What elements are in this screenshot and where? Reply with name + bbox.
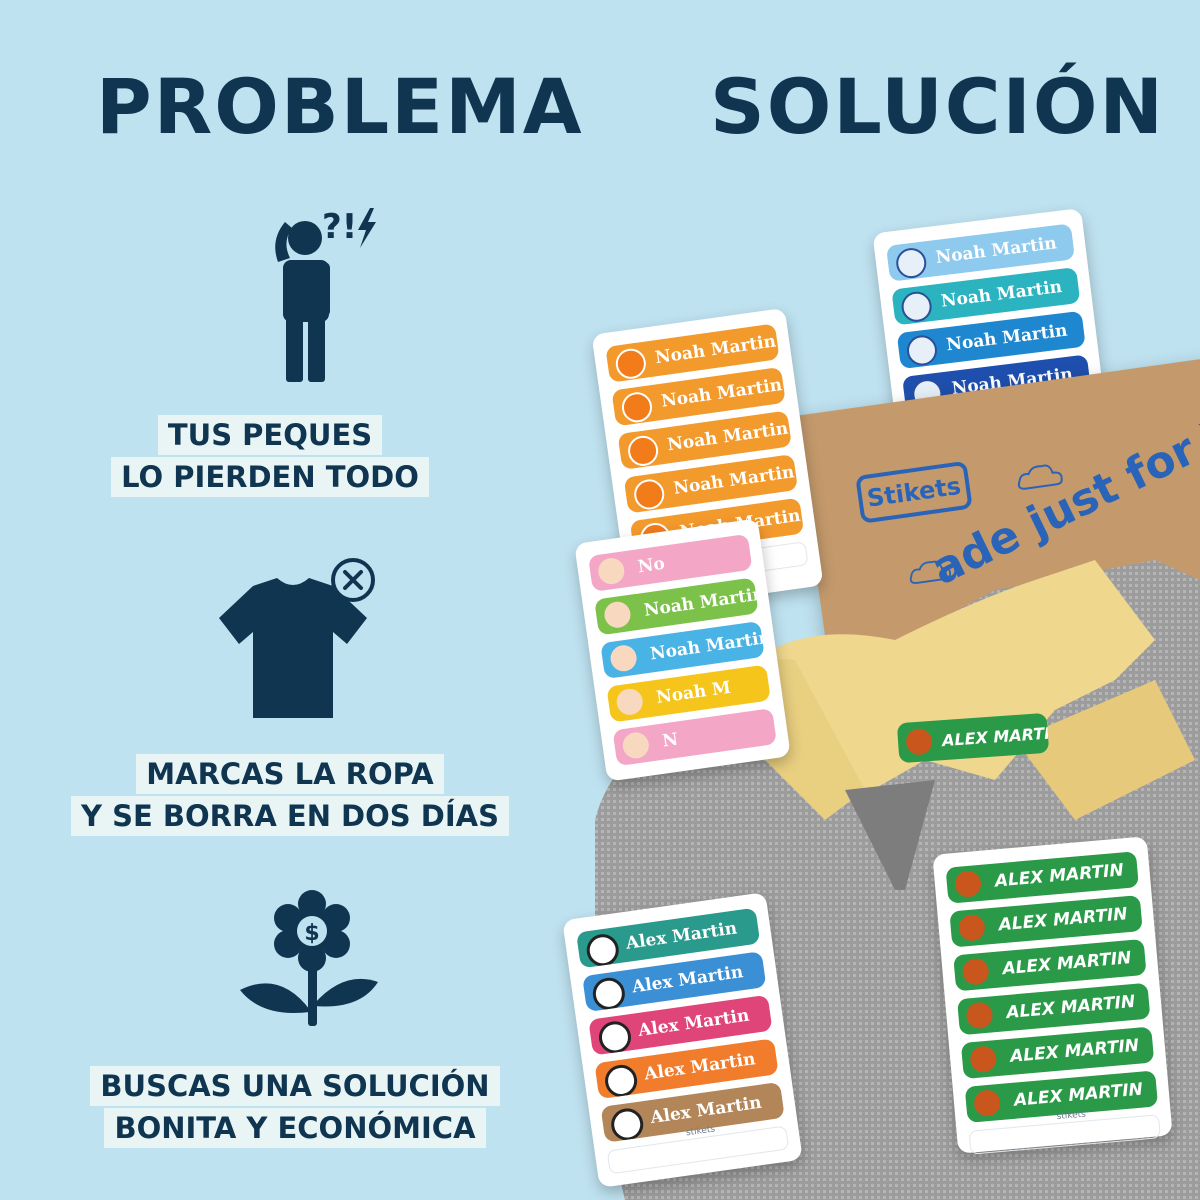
kraft-envelope: Stikets ade just for You [794,357,1200,813]
fairy-icon [615,687,645,717]
lightning-icon [358,208,376,248]
basketball-icon [905,727,934,756]
soccer-ball-icon [584,932,621,969]
soccer-ball-icon [590,975,627,1012]
question-exclamation: ?! [322,207,357,247]
problem-2-caption: MARCAS LA ROPA Y SE BORRA EN DOS DÍAS [0,753,580,837]
svg-text:$: $ [304,921,319,946]
basketball-label-sheet: ALEX MARTIN ALEX MARTIN ALEX MARTIN ALEX… [932,836,1173,1155]
basketball-icon [973,1089,1002,1118]
soccer-label-sheet: Alex Martin Alex Martin Alex Martin Alex… [562,892,803,1188]
problem-3-line-1: BUSCAS UNA SOLUCIÓN [90,1066,500,1106]
cloud-icon [1017,464,1063,490]
label-basketball: ALEX MARTIN [960,1026,1155,1080]
astronaut-icon [894,246,928,280]
solution-heading: SOLUCIÓN [710,62,1166,151]
astronaut-icon [899,290,934,324]
fairy-icon [621,730,651,761]
label-basketball: ALEX MARTIN [949,895,1143,948]
cloud-icon [909,560,952,584]
stikets-logo: Stikets [855,460,973,524]
tshirt-cross-icon [219,558,375,718]
fairy-icon [608,643,639,673]
label-basketball: ALEX MARTIN [953,938,1147,992]
soccer-ball-icon [603,1062,640,1100]
soccer-ball-icon [609,1106,646,1143]
problem-1-line-1: TUS PEQUES [157,415,383,455]
confused-person-icon: ?! [275,207,376,382]
clownfish-icon [632,477,667,512]
basketball-icon [961,957,990,986]
problem-3-caption: BUSCAS UNA SOLUCIÓN BONITA Y ECONÓMICA [0,1065,590,1149]
astronaut-icon [905,333,939,368]
problem-1-line-2: LO PIERDEN TODO [111,457,429,497]
basketball-icon [965,1001,994,1030]
problem-heading: PROBLEMA [96,62,584,151]
clownfish-icon [620,390,654,425]
problem-2-line-2: Y SE BORRA EN DOS DÍAS [71,796,509,836]
problem-3-line-2: BONITA Y ECONÓMICA [104,1108,486,1148]
basketball-icon [953,869,983,899]
clownfish-icon [626,433,661,468]
label-basketball: ALEX MARTIN [945,851,1139,904]
problem-2-line-1: MARCAS LA ROPA [136,754,444,794]
clownfish-icon [613,346,648,381]
fairy-icon [596,556,627,586]
fairy-label-sheet: No Noah Martin Noah Martin Noah M N [574,518,791,782]
basketball-icon [957,913,986,942]
basketball-icon [969,1045,998,1074]
problem-1-caption: TUS PEQUES LO PIERDEN TODO [0,414,540,498]
label-basketball: ALEX MARTIN [957,982,1151,1036]
soccer-ball-icon [596,1019,634,1056]
fairy-icon [602,600,633,630]
money-flower-icon: $ [240,890,378,1026]
